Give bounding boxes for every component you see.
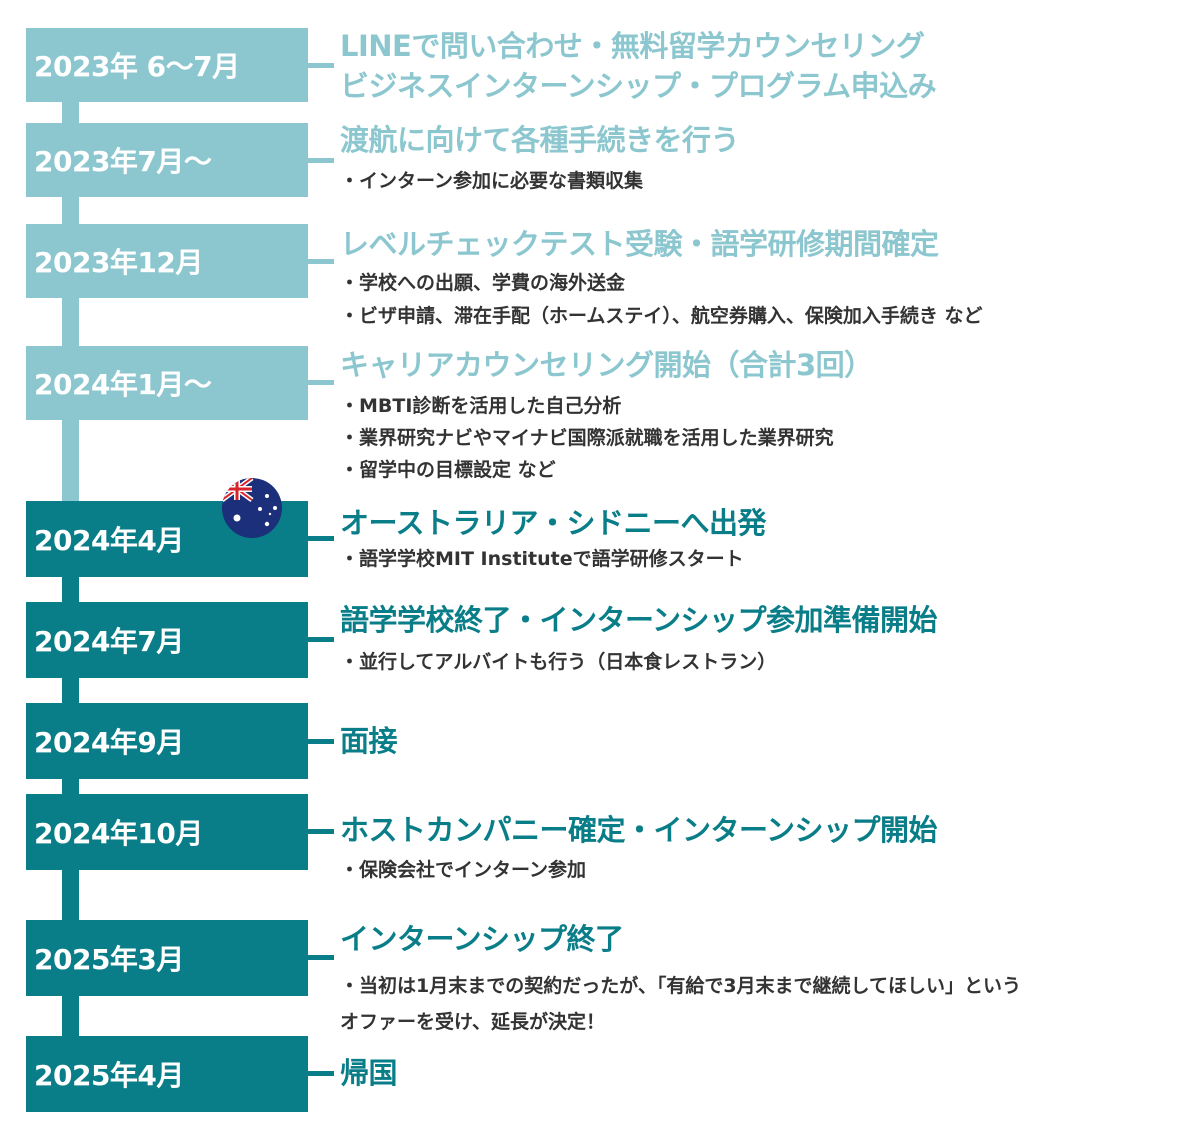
timeline-date-9: 2025年3月 — [26, 920, 308, 996]
connector-6 — [308, 637, 334, 642]
timeline-detail-9-2: オファーを受け、延長が決定！ — [340, 1011, 606, 1033]
timeline-detail-6-1: ・並行してアルバイトも行う（日本食レストラン） — [340, 651, 777, 673]
timeline-title-10: 帰国 — [340, 1056, 398, 1090]
timeline-date-7: 2024年9月 — [26, 703, 308, 779]
connector-5 — [308, 536, 334, 541]
connector-1 — [308, 63, 334, 68]
timeline-date-3: 2023年12月 — [26, 224, 308, 298]
timeline-detail-4-3: ・留学中の目標設定 など — [340, 459, 556, 481]
connector-2 — [308, 158, 334, 163]
timeline-detail-4-2: ・業界研究ナビやマイナビ国際派就職を活用した業界研究 — [340, 427, 834, 449]
timeline-date-2: 2023年7月〜 — [26, 123, 308, 197]
timeline-detail-9-1: ・当初は1月末までの契約だったが、「有給で3月末まで継続してほしい」という — [340, 975, 1021, 997]
connector-9 — [308, 955, 334, 960]
timeline-title-1b: ビジネスインターンシップ・プログラム申込み — [340, 69, 937, 103]
timeline-title-8: ホストカンパニー確定・インターンシップ開始 — [340, 813, 938, 847]
connector-7 — [308, 739, 334, 744]
timeline-title-9: インターンシップ終了 — [340, 922, 624, 956]
timeline-date-6: 2024年7月 — [26, 602, 308, 678]
timeline-date-10: 2025年4月 — [26, 1036, 308, 1112]
timeline-title-7: 面接 — [340, 724, 398, 758]
connector-4 — [308, 380, 334, 385]
timeline-title-5: オーストラリア・シドニーへ出発 — [340, 506, 767, 540]
timeline-detail-2-1: ・インターン参加に必要な書類収集 — [340, 170, 644, 192]
timeline-date-4: 2024年1月〜 — [26, 346, 308, 420]
timeline-title-2: 渡航に向けて各種手続きを行う — [340, 123, 740, 157]
timeline-detail-3-1: ・学校への出願、学費の海外送金 — [340, 272, 626, 294]
timeline-title-1a: LINEで問い合わせ・無料留学カウンセリング — [340, 29, 925, 63]
timeline-date-8: 2024年10月 — [26, 794, 308, 870]
timeline-title-4: キャリアカウンセリング開始（合計3回） — [340, 348, 873, 382]
timeline-detail-4-1: ・MBTI診断を活用した自己分析 — [340, 395, 622, 417]
timeline-detail-3-2: ・ビザ申請、滞在手配（ホームステイ）、航空券購入、保険加入手続き など — [340, 305, 983, 327]
connector-10 — [308, 1071, 334, 1076]
timeline-date-1: 2023年 6〜7月 — [26, 28, 308, 102]
timeline-detail-5-1: ・語学学校MIT Instituteで語学研修スタート — [340, 548, 744, 570]
timeline-detail-8-1: ・保険会社でインターン参加 — [340, 859, 587, 881]
connector-8 — [308, 829, 334, 834]
connector-3 — [308, 259, 334, 264]
timeline-title-3: レベルチェックテスト受験・語学研修期間確定 — [340, 227, 939, 261]
timeline-title-6: 語学学校終了・インターンシップ参加準備開始 — [340, 603, 938, 637]
australia-flag-icon — [222, 478, 282, 538]
